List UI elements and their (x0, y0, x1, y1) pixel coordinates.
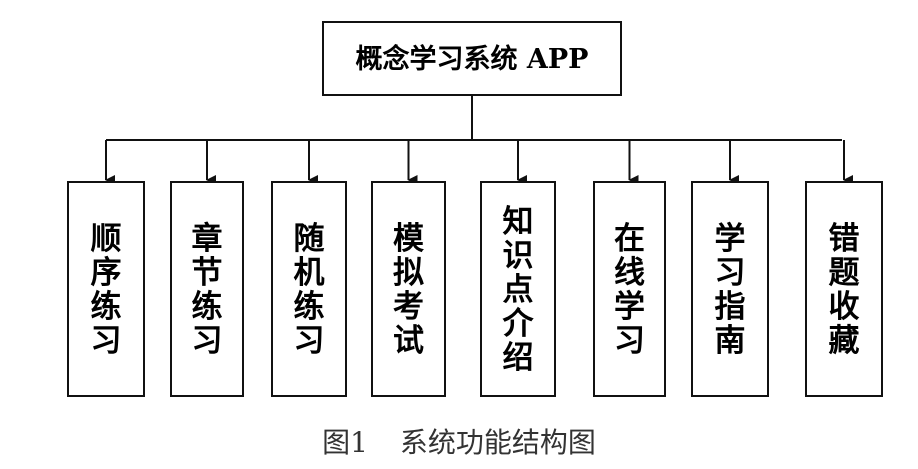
module-label-char: 顺 (91, 221, 122, 257)
module-box (593, 181, 666, 397)
module-label-char: 试 (393, 323, 424, 359)
module-label-char: 习 (294, 323, 325, 359)
figure-title: 系统功能结构图 (400, 426, 596, 459)
module-label-char: 在 (614, 221, 645, 257)
module-label-char: 练 (91, 289, 122, 325)
module-label: 模拟考试 (393, 221, 424, 359)
module-label-char: 绍 (503, 340, 534, 376)
module-box (480, 181, 556, 397)
module-label-char: 识 (503, 238, 534, 274)
module-label-char: 学 (614, 289, 645, 325)
module-label-char: 练 (192, 289, 223, 325)
module-label-char: 模 (393, 221, 424, 257)
module-box (691, 181, 769, 397)
module-label-char: 藏 (829, 323, 860, 359)
module-label-char: 练 (294, 289, 325, 325)
module-label-char: 错 (829, 221, 860, 257)
module-label: 顺序练习 (91, 221, 122, 359)
module-label-char: 南 (715, 323, 746, 359)
module-label-char: 收 (829, 289, 860, 325)
module-label-char: 习 (192, 323, 223, 359)
root-box (322, 21, 622, 96)
module-label: 错题收藏 (829, 221, 860, 359)
module-label-char: 习 (614, 323, 645, 359)
module-label-char: 题 (829, 255, 860, 291)
module-label-char: 章 (192, 221, 223, 257)
module-label: 学习指南 (715, 221, 746, 359)
module-label-char: 拟 (393, 255, 424, 291)
module-label-char: 习 (91, 323, 122, 359)
module-label-char: 学 (715, 221, 746, 257)
module-label-char: 序 (91, 255, 122, 291)
module-box (805, 181, 883, 397)
module-label-char: 点 (503, 272, 534, 308)
module-label: 知识点介绍 (502, 204, 535, 376)
module-label-char: 考 (393, 289, 424, 325)
module-label-char: 介 (502, 306, 535, 342)
module-label: 在线学习 (614, 221, 645, 359)
module-label: 随机练习 (294, 221, 325, 359)
module-label-char: 指 (715, 289, 746, 325)
figure-caption: 图1 系统功能结构图 (322, 426, 596, 459)
module-label-char: 机 (294, 255, 325, 291)
module-box (371, 181, 446, 397)
module-label: 章节练习 (192, 221, 223, 359)
root-label: 概念学习系统 APP (356, 43, 589, 75)
module-label-char: 习 (715, 255, 746, 291)
module-label-char: 节 (192, 255, 223, 291)
module-label-char: 知 (503, 204, 534, 240)
module-label-char: 随 (294, 221, 325, 257)
module-box (170, 181, 244, 397)
module-label-char: 线 (614, 255, 645, 291)
module-box (271, 181, 347, 397)
module-box (67, 181, 145, 397)
figure-number: 图1 (322, 426, 368, 459)
